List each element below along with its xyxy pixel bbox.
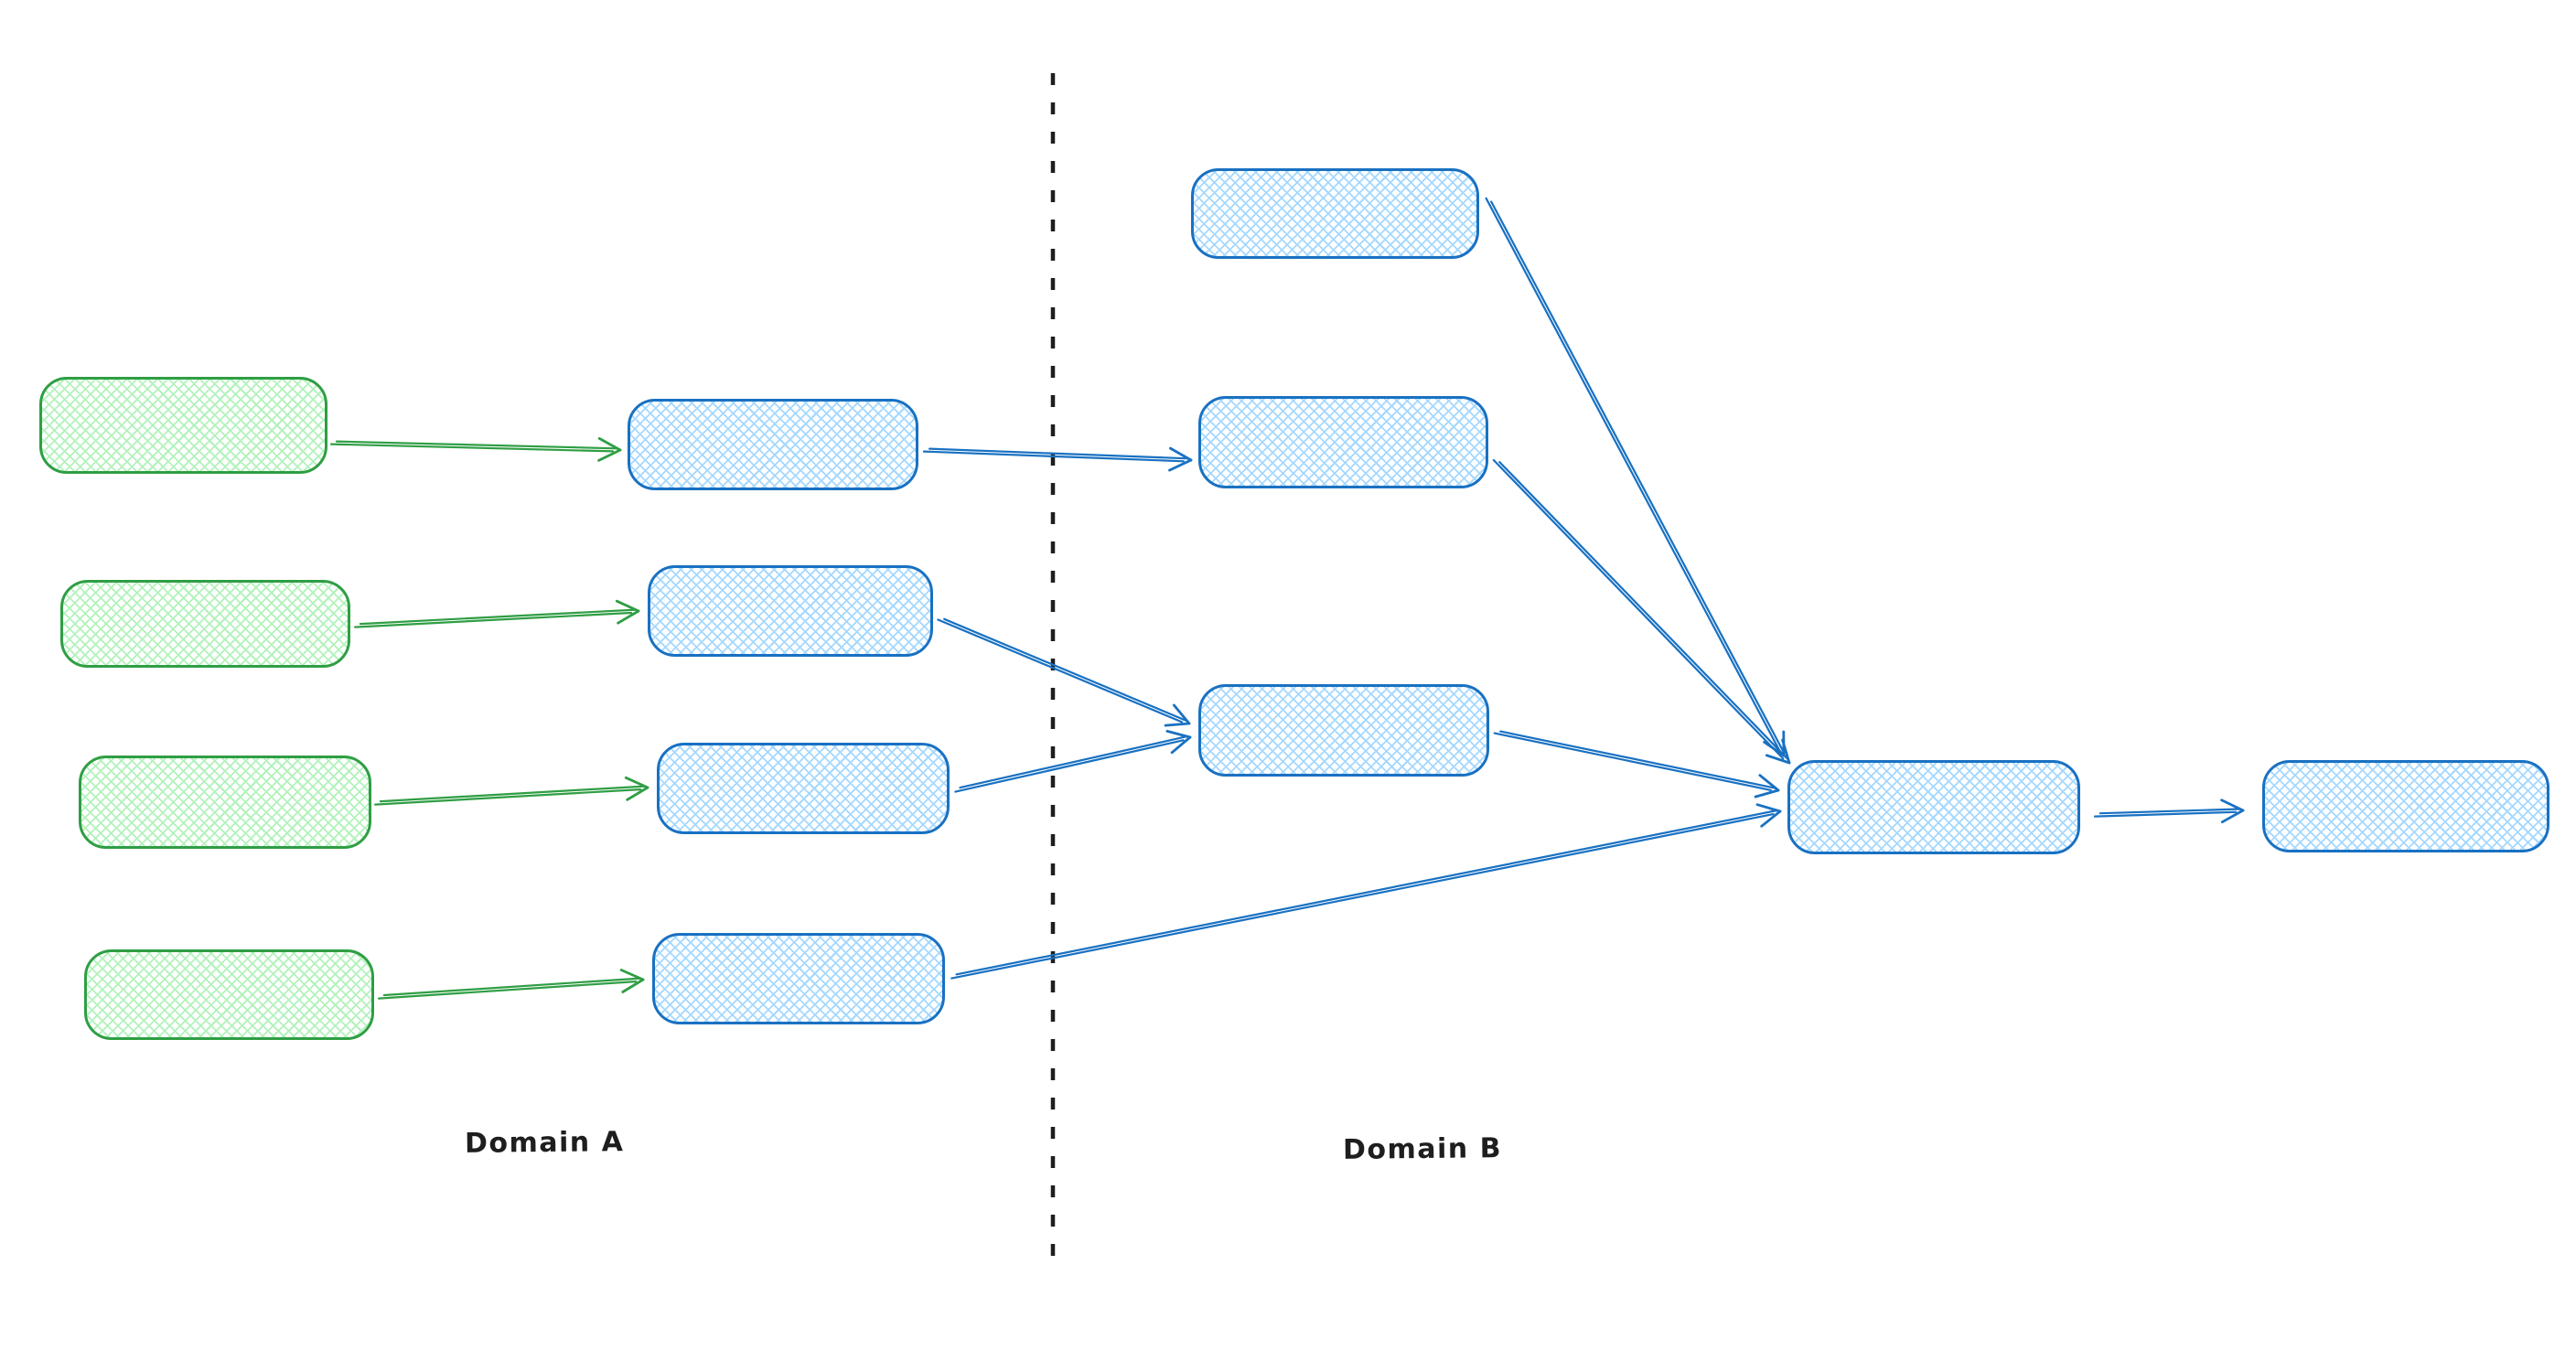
node-hub	[1787, 760, 2080, 854]
node-source-1	[39, 377, 327, 474]
node-stage-b3	[1198, 684, 1489, 777]
node-source-3	[79, 756, 371, 849]
node-source-4	[84, 949, 374, 1040]
node-stage-a1	[628, 399, 918, 490]
arrow-source4-stagea4	[378, 969, 645, 1000]
node-stage-a4	[652, 933, 945, 1024]
arrow-source1-stagea1	[329, 436, 622, 462]
arrow-hub-output	[2093, 799, 2245, 824]
arrow-stagea4-hub	[950, 803, 1782, 980]
arrows-group	[329, 197, 2245, 1000]
arrow-stagea2-stageb3	[937, 617, 1191, 727]
node-stage-a3	[657, 743, 950, 834]
arrow-stagea1-stageb2	[922, 446, 1193, 472]
node-stage-b1	[1191, 168, 1479, 259]
node-source-2	[60, 580, 350, 668]
arrow-source3-stagea3	[374, 776, 649, 806]
node-stage-a2	[648, 565, 933, 657]
arrow-stageb2-hub	[1492, 459, 1791, 765]
domain-a-label: Domain A	[464, 1126, 625, 1160]
domain-b-label: Domain B	[1342, 1132, 1503, 1166]
arrow-stageb1-hub	[1485, 197, 1786, 757]
node-output	[2262, 760, 2549, 852]
node-stage-b2	[1198, 396, 1488, 488]
arrow-stageb3-hub	[1493, 730, 1780, 799]
arrow-source2-stagea2	[354, 599, 640, 628]
arrow-stagea3-stageb3	[954, 730, 1192, 793]
